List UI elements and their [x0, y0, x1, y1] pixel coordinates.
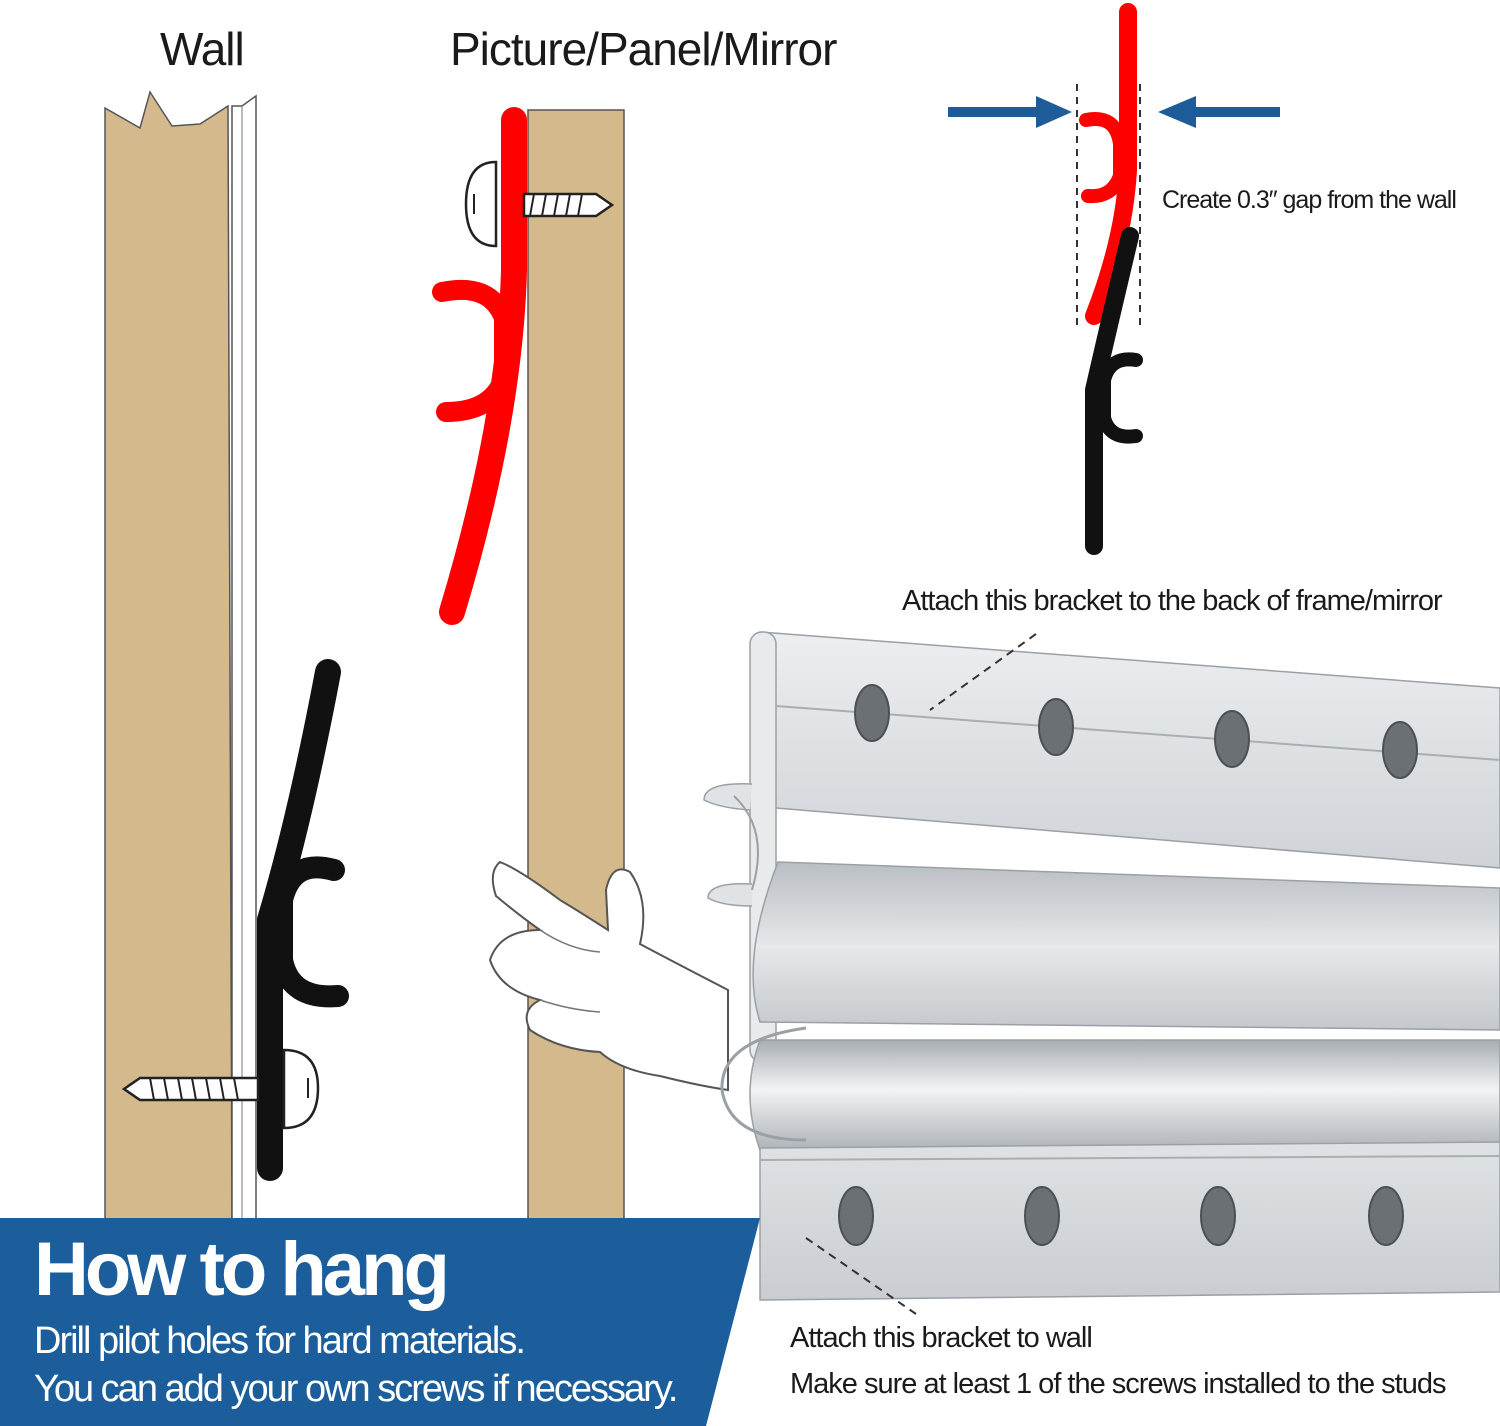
wall-label: Wall [160, 23, 245, 75]
wall-section [104, 90, 257, 1223]
studs-note: Make sure at least 1 of the screws insta… [790, 1368, 1446, 1400]
banner-title: How to hang [34, 1227, 450, 1312]
banner-line-1: Drill pilot holes for hard materials. [34, 1320, 526, 1362]
screw-hole [838, 1186, 874, 1246]
screw-hole [854, 684, 890, 742]
screw-hole [1038, 698, 1074, 756]
how-to-hang-banner [0, 1218, 760, 1426]
panel-label: Picture/Panel/Mirror [450, 23, 837, 75]
screw-icon [121, 1048, 320, 1130]
wall-bracket-note: Attach this bracket to wall [790, 1322, 1093, 1354]
wall-wood [104, 90, 233, 1223]
arrow-icon [1158, 96, 1196, 128]
arrow-icon [1036, 96, 1072, 128]
gap-note: Create 0.3″ gap from the wall [1162, 186, 1457, 214]
aluminum-cleat [703, 631, 1500, 1301]
leader-line [929, 633, 1037, 711]
screw-icon [464, 160, 615, 248]
screw-hole [1214, 710, 1250, 768]
screw-hole [1382, 721, 1418, 779]
frame-bracket-profile [432, 107, 527, 625]
gap-detail [948, 3, 1280, 555]
screw-hole [1368, 1186, 1404, 1246]
screw-hole [1200, 1186, 1236, 1246]
banner-line-2: You can add your own screws if necessary… [34, 1368, 678, 1410]
hand-icon [488, 860, 729, 1092]
screw-hole [1024, 1186, 1060, 1246]
frame-bracket-note: Attach this bracket to the back of frame… [902, 585, 1443, 617]
wall-bracket-profile [257, 659, 349, 1181]
wall-drywall [231, 94, 257, 1223]
